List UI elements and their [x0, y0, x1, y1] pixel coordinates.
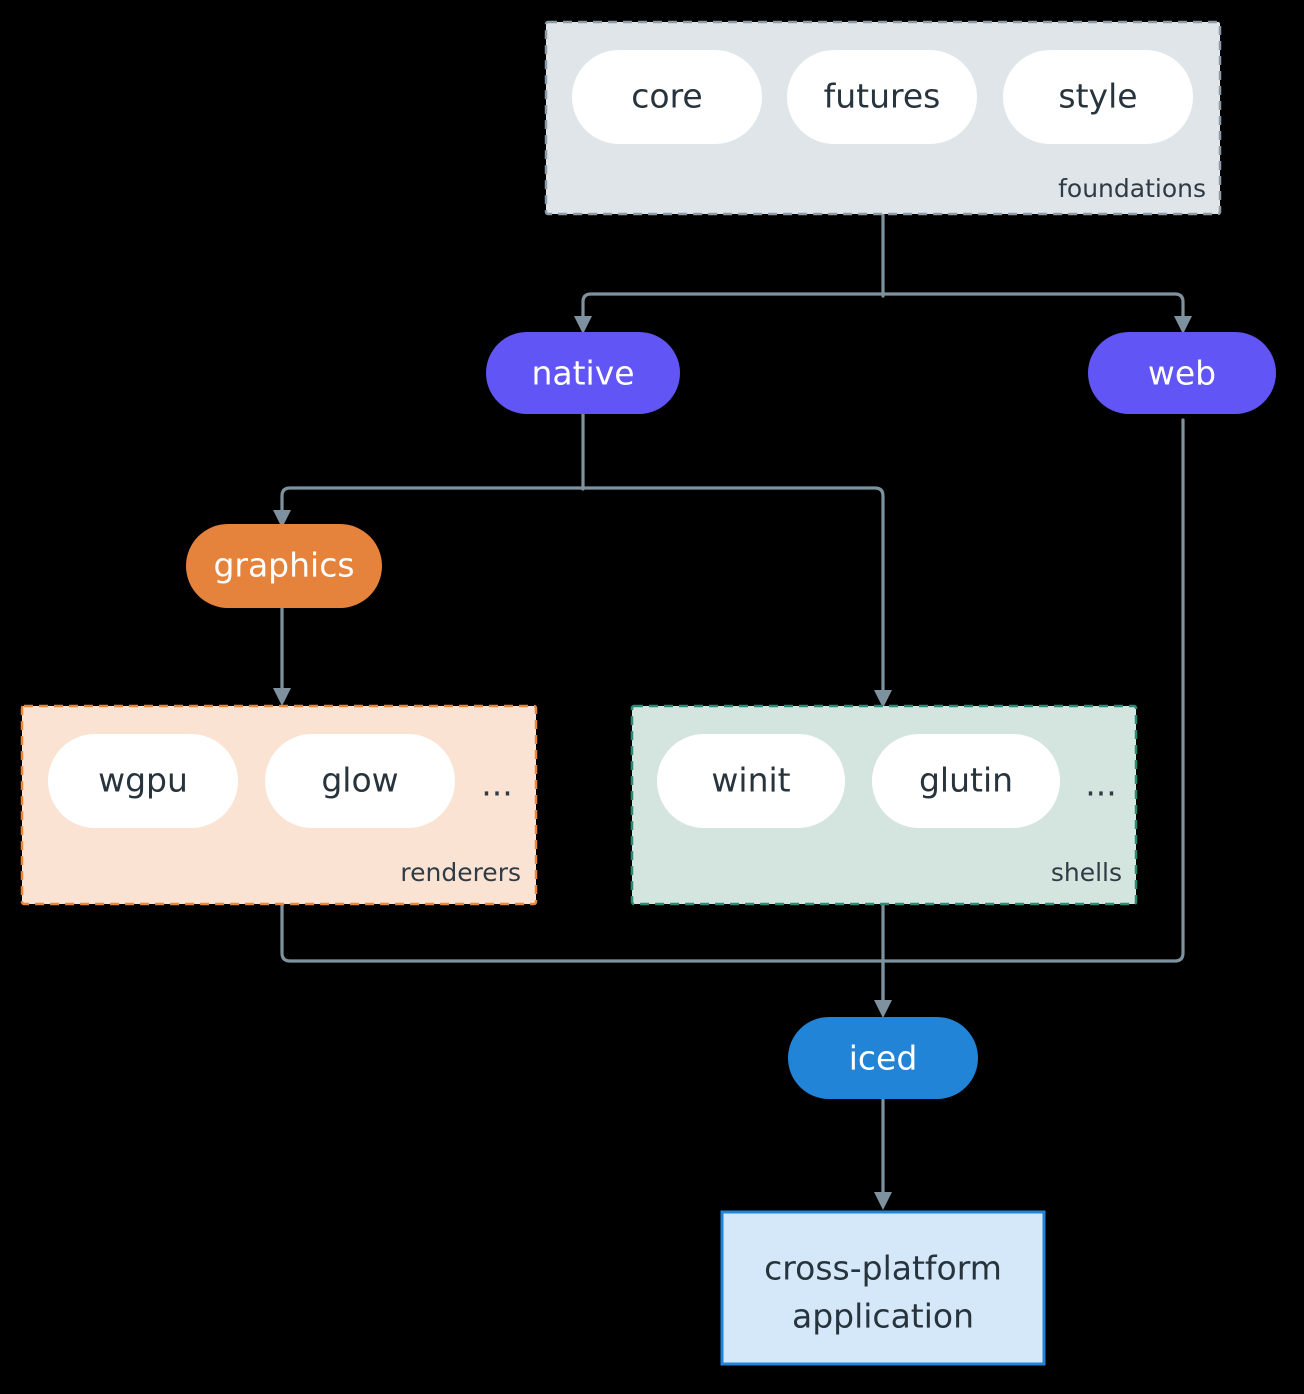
edge-native-to-graphics-shells [280, 410, 885, 692]
node-application-shape [720, 1210, 1046, 1366]
arrowhead-web [1174, 316, 1192, 334]
node-glow[interactable]: glow [265, 734, 455, 828]
node-futures-shape [787, 50, 977, 144]
node-native-label: native [531, 354, 634, 393]
group-renderers-label: renderers [400, 858, 521, 887]
group-foundations-label: foundations [1058, 174, 1206, 203]
node-style-label: style [1058, 77, 1137, 116]
node-futures-label: futures [824, 77, 941, 116]
node-winit[interactable]: winit [657, 734, 845, 828]
node-futures[interactable]: futures [787, 50, 977, 144]
node-winit-label: winit [711, 761, 790, 800]
edge-layer [273, 213, 1192, 1210]
group-renderers-ellipsis: ... [481, 765, 512, 804]
node-glow-label: glow [321, 761, 398, 800]
arrowhead-native [574, 316, 592, 334]
node-glutin[interactable]: glutin [872, 734, 1060, 828]
node-wgpu-shape [48, 734, 238, 828]
node-winit-shape [657, 734, 845, 828]
node-glutin-shape [872, 734, 1060, 828]
node-core-label: core [631, 77, 702, 116]
group-shells[interactable]: winit glutin ... shells [630, 704, 1138, 906]
node-iced-shape [788, 1017, 978, 1099]
edge-foundations-to-native-web [581, 213, 1185, 320]
node-native[interactable]: native [486, 332, 680, 414]
node-core[interactable]: core [572, 50, 762, 144]
node-iced[interactable]: iced [788, 1017, 978, 1099]
group-renderers[interactable]: wgpu glow ... renderers [20, 704, 538, 906]
node-web-label: web [1148, 354, 1216, 393]
node-application-label-line2: application [792, 1297, 974, 1336]
node-application[interactable]: cross-platform application [720, 1210, 1046, 1366]
arrowhead-application [874, 1192, 892, 1210]
node-glutin-label: glutin [919, 761, 1013, 800]
group-shells-ellipsis: ... [1085, 765, 1116, 804]
node-native-shape [486, 332, 680, 414]
arrowhead-renderers [273, 688, 291, 706]
node-style[interactable]: style [1003, 50, 1193, 144]
node-graphics-shape [186, 524, 382, 608]
node-web[interactable]: web [1088, 332, 1276, 414]
node-wgpu[interactable]: wgpu [48, 734, 238, 828]
group-shells-label: shells [1051, 858, 1122, 887]
arrowhead-iced [874, 1000, 892, 1018]
arrowhead-shells [874, 690, 892, 708]
node-iced-label: iced [849, 1039, 918, 1078]
arrowhead-graphics [273, 510, 291, 528]
node-style-shape [1003, 50, 1193, 144]
node-graphics-label: graphics [213, 546, 354, 585]
node-web-shape [1088, 332, 1276, 414]
group-foundations[interactable]: core futures style foundations [544, 20, 1222, 216]
node-graphics[interactable]: graphics [186, 524, 382, 608]
node-glow-shape [265, 734, 455, 828]
node-core-shape [572, 50, 762, 144]
node-application-label-line1: cross-platform [764, 1249, 1002, 1288]
node-wgpu-label: wgpu [98, 761, 188, 800]
